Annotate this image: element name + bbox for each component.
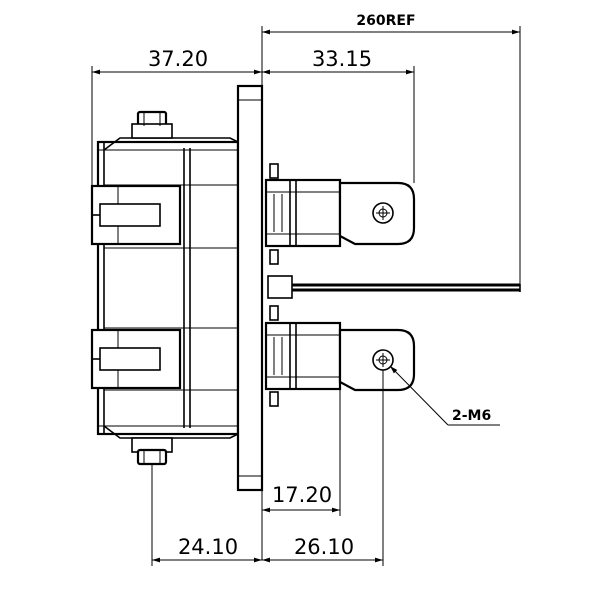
signal-cable bbox=[267, 275, 521, 299]
dim-33-15: 33.15 bbox=[262, 47, 415, 183]
dim-37-20: 37.20 bbox=[91, 47, 262, 186]
connector-housing bbox=[96, 137, 240, 439]
upper-latch bbox=[90, 184, 182, 246]
dim-260ref: 260REF bbox=[261, 13, 521, 284]
lower-latch bbox=[90, 328, 182, 390]
dim-24-10: 24.10 bbox=[151, 464, 262, 566]
top-screw bbox=[131, 110, 173, 139]
dim-26-10: 26.10 bbox=[262, 370, 384, 566]
upper-terminal bbox=[264, 163, 416, 265]
callout-2-m6: 2-M6 bbox=[389, 365, 500, 426]
callout-2-m6-label: 2-M6 bbox=[452, 408, 491, 424]
bottom-screw bbox=[131, 437, 173, 466]
lower-terminal bbox=[264, 305, 416, 407]
dim-26-10-label: 26.10 bbox=[294, 535, 354, 559]
dim-260ref-label: 260REF bbox=[356, 13, 415, 29]
dim-33-15-label: 33.15 bbox=[312, 47, 372, 71]
dim-24-10-label: 24.10 bbox=[178, 535, 238, 559]
dim-17-20: 17.20 bbox=[261, 389, 341, 560]
mounting-flange bbox=[236, 84, 264, 492]
dim-17-20-label: 17.20 bbox=[272, 483, 332, 507]
dim-37-20-label: 37.20 bbox=[148, 47, 208, 71]
